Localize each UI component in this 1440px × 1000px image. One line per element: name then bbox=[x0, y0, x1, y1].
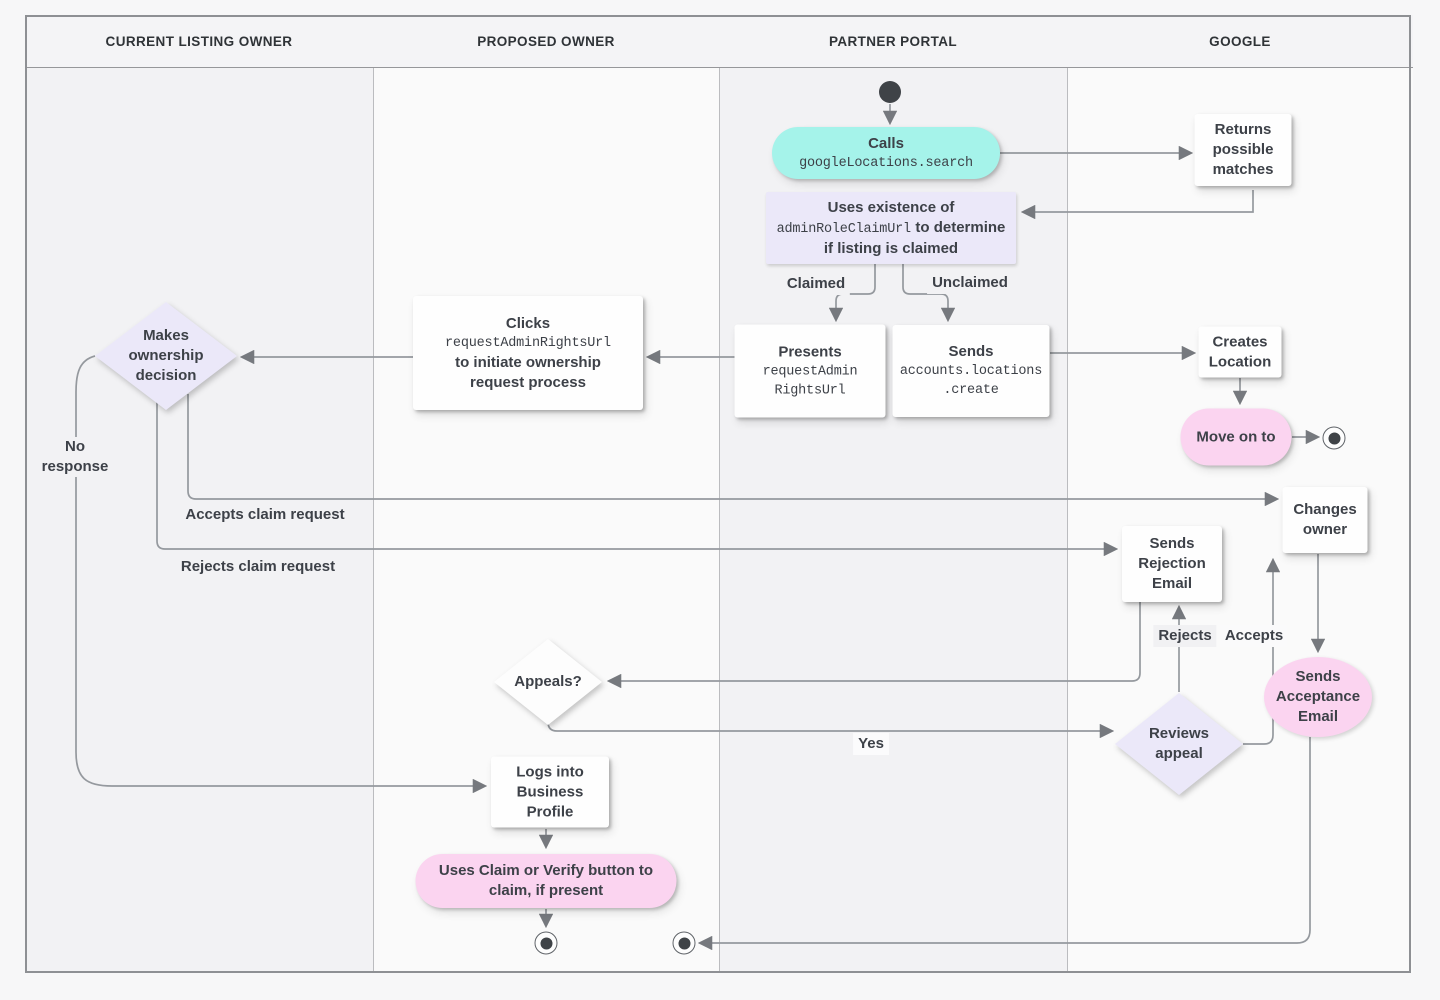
node-move-on-to: Move on to bbox=[1180, 408, 1292, 466]
node-label: Sends Acceptance Email bbox=[1275, 668, 1361, 725]
node-sends-acceptance-email: Sends Acceptance Email bbox=[1264, 657, 1372, 737]
node-label: Makes ownership decision bbox=[128, 327, 204, 384]
lane-header-google: GOOGLE bbox=[1067, 15, 1413, 68]
start-node bbox=[879, 81, 901, 103]
edge-accepts-claim-to-changes-owner bbox=[187, 394, 1280, 507]
edge-acceptance-to-end bbox=[697, 737, 1311, 951]
node-clicks-requestadminrightsurl: Clicks requestAdminRightsUrl to initiate… bbox=[413, 296, 643, 410]
node-label: Reviews appeal bbox=[1148, 725, 1210, 762]
node-title: Presents bbox=[778, 343, 842, 360]
end-dot bbox=[678, 937, 690, 949]
node-creates-location: Creates Location bbox=[1198, 326, 1282, 378]
node-presents-requestadminrightsurl: Presents requestAdmin RightsUrl bbox=[734, 324, 886, 418]
node-label: Uses Claim or Verify button to claim, if… bbox=[438, 862, 654, 899]
edge-uses-to-sends-unclaimed bbox=[902, 264, 956, 323]
edge-label-unclaimed: Unclaimed bbox=[927, 272, 1013, 294]
node-title: Sends bbox=[948, 343, 994, 360]
node-label: Creates Location bbox=[1208, 333, 1272, 370]
edge-no-response-to-logs-in bbox=[75, 355, 488, 794]
lane-header-proposed-owner: PROPOSED OWNER bbox=[373, 15, 719, 68]
lane-divider bbox=[1067, 15, 1068, 973]
note-code: adminRoleClaimUrl bbox=[776, 221, 912, 237]
node-label: Logs into Business Profile bbox=[516, 763, 584, 820]
node-title: Calls bbox=[868, 134, 904, 152]
lane-title: GOOGLE bbox=[1209, 33, 1271, 49]
node-appeals: Appeals? bbox=[494, 639, 602, 725]
lane-title: PROPOSED OWNER bbox=[477, 33, 615, 49]
node-returns-possible-matches: Returns possible matches bbox=[1194, 114, 1292, 186]
lane-title: CURRENT LISTING OWNER bbox=[105, 33, 293, 49]
node-uses-existence-note: Uses existence of adminRoleClaimUrl to d… bbox=[766, 192, 1016, 264]
node-logs-into-business-profile: Logs into Business Profile bbox=[491, 756, 609, 828]
node-calls-googlelocations-search: Calls googleLocations.search bbox=[772, 127, 1000, 179]
edge-label-no-response: No response bbox=[33, 437, 117, 477]
node-reviews-appeal: Reviews appeal bbox=[1115, 693, 1243, 795]
edge-label-accepts-claim-request: Accepts claim request bbox=[180, 504, 350, 526]
lane-current-listing-owner bbox=[25, 15, 373, 973]
note-text-after: to determine if listing is claimed bbox=[823, 218, 1006, 257]
node-label: Move on to bbox=[1196, 428, 1276, 445]
lane-divider bbox=[719, 15, 720, 973]
node-text-after: to initiate ownership request process bbox=[455, 353, 601, 391]
lane-divider bbox=[373, 15, 374, 973]
lane-header-partner-portal: PARTNER PORTAL bbox=[719, 15, 1067, 68]
node-title: Clicks bbox=[505, 314, 551, 332]
node-label: Sends Rejection Email bbox=[1138, 535, 1206, 592]
edge-returns-to-uses bbox=[1020, 190, 1254, 220]
end-dot bbox=[540, 937, 552, 949]
edge-rejection-to-appeals bbox=[606, 602, 1141, 689]
end-dot bbox=[1328, 432, 1340, 444]
edge-label-yes: Yes bbox=[853, 733, 889, 755]
node-code: requestAdminRightsUrl bbox=[445, 335, 611, 351]
node-makes-ownership-decision: Makes ownership decision bbox=[95, 302, 237, 410]
edge-label-rejects: Rejects bbox=[1153, 625, 1217, 647]
node-code-line: accounts.locations bbox=[899, 364, 1043, 379]
node-sends-rejection-email: Sends Rejection Email bbox=[1122, 526, 1222, 602]
end-node-claim-verify bbox=[534, 931, 558, 955]
edge-label-claimed: Claimed bbox=[781, 273, 851, 295]
lane-title: PARTNER PORTAL bbox=[828, 33, 958, 49]
node-code-line: .create bbox=[943, 383, 999, 398]
node-text: Uses existence of adminRoleClaimUrl to d… bbox=[774, 198, 1008, 259]
node-label: Appeals? bbox=[514, 673, 582, 690]
note-text-before: Uses existence of bbox=[827, 198, 955, 216]
edge-label-rejects-claim-request: Rejects claim request bbox=[175, 556, 341, 578]
node-uses-claim-or-verify: Uses Claim or Verify button to claim, if… bbox=[415, 854, 677, 908]
end-node-acceptance bbox=[672, 931, 696, 955]
lane-header-current-listing-owner: CURRENT LISTING OWNER bbox=[25, 15, 373, 68]
end-node-move-on bbox=[1322, 426, 1346, 450]
edge-label-accepts: Accepts bbox=[1219, 625, 1289, 647]
edge-rejects-claim-to-rejection-email bbox=[156, 401, 1119, 557]
edge-reviews-accepts-to-changes-owner bbox=[1243, 557, 1281, 745]
node-sends-accounts-locations-create: Sends accounts.locations .create bbox=[892, 325, 1050, 417]
node-label: Changes owner bbox=[1293, 501, 1357, 538]
edge-appeals-yes-to-reviews bbox=[547, 721, 1115, 739]
edge-uses-to-presents-claimed bbox=[828, 264, 876, 323]
node-label: Returns possible matches bbox=[1212, 121, 1274, 178]
node-code-line: requestAdmin bbox=[762, 364, 858, 379]
node-changes-owner: Changes owner bbox=[1282, 487, 1368, 553]
node-code-line: RightsUrl bbox=[774, 383, 846, 398]
node-code: googleLocations.search bbox=[799, 155, 973, 171]
